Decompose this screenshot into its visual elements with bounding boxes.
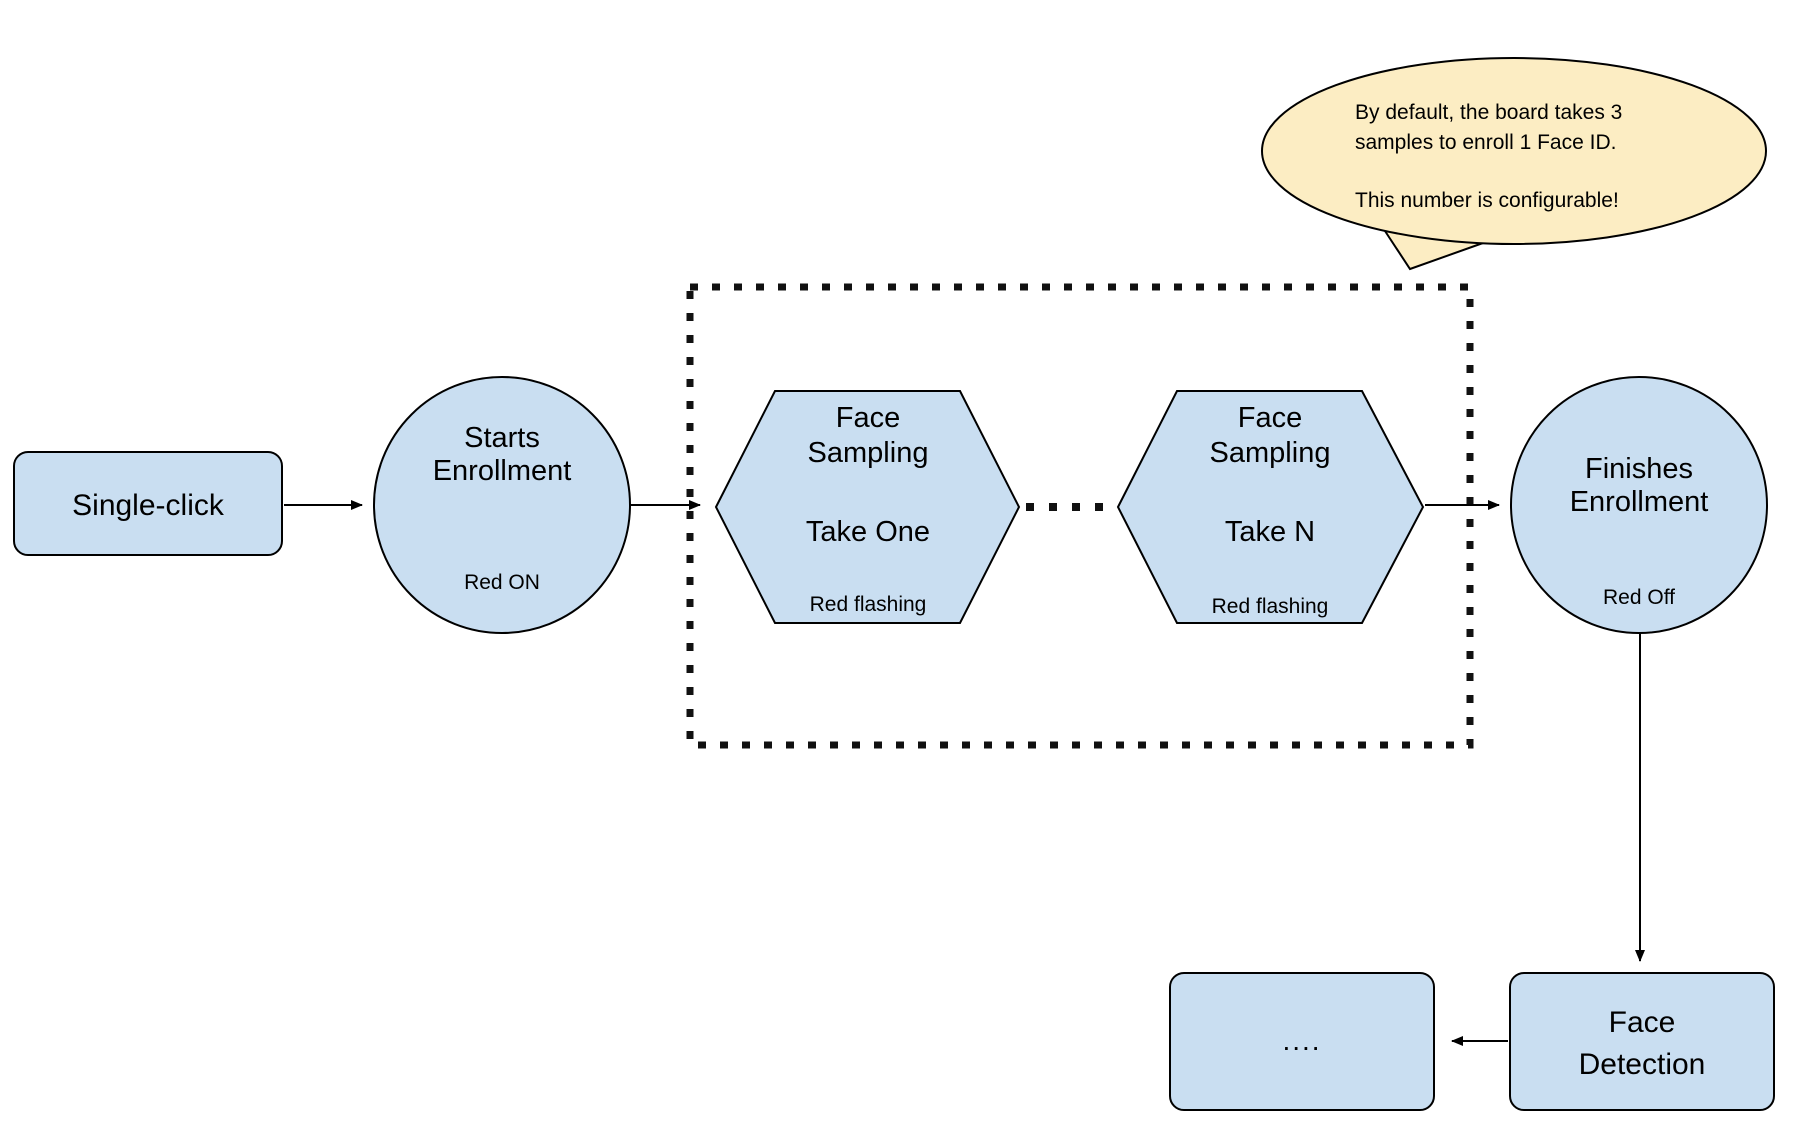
callout-ellipse — [1261, 57, 1767, 245]
callout-bubble: By default, the board takes 3 samples to… — [1261, 57, 1767, 271]
face-sampling-take-one-node: Face Sampling Take One Red flashing — [714, 390, 1021, 624]
face-sampling-take-one-hexagon — [714, 390, 1021, 624]
callout-text-line3: This number is configurable! — [1355, 189, 1619, 212]
sampling-group-border — [686, 283, 1474, 749]
continuation-box — [1169, 972, 1435, 1111]
finishes-enrollment-title-line1: Finishes — [1585, 453, 1693, 485]
single-click-box — [13, 451, 283, 556]
face-sampling-take-one-status: Red flashing — [810, 593, 927, 616]
face-sampling-take-one-step: Take One — [806, 516, 930, 548]
single-click-label: Single-click — [72, 489, 225, 522]
callout-text-line2: samples to enroll 1 Face ID. — [1355, 131, 1616, 154]
starts-enrollment-title-line1: Starts — [464, 422, 540, 454]
face-sampling-take-n-title-line1: Face — [1238, 402, 1302, 434]
starts-enrollment-title-line2: Enrollment — [433, 455, 572, 487]
starts-enrollment-node: Starts Enrollment Red ON — [373, 376, 631, 634]
continuation-node: .... — [1169, 972, 1435, 1111]
face-sampling-take-n-status: Red flashing — [1212, 595, 1329, 618]
face-detection-title-line1: Face — [1609, 1006, 1676, 1039]
face-sampling-take-n-node: Face Sampling Take N Red flashing — [1116, 390, 1425, 624]
finishes-enrollment-status: Red Off — [1603, 586, 1675, 609]
starts-enrollment-status: Red ON — [464, 571, 540, 594]
continuation-label: .... — [1282, 1025, 1321, 1056]
face-sampling-take-one-title-line1: Face — [836, 402, 900, 434]
face-sampling-take-one-title-line2: Sampling — [808, 437, 929, 469]
face-detection-node: Face Detection — [1509, 972, 1775, 1111]
callout-text-line1: By default, the board takes 3 — [1355, 101, 1622, 124]
face-sampling-take-n-step: Take N — [1225, 516, 1315, 548]
starts-enrollment-circle — [373, 376, 631, 634]
face-sampling-take-n-title-line2: Sampling — [1210, 437, 1331, 469]
face-detection-title-line2: Detection — [1579, 1048, 1706, 1081]
face-sampling-take-n-hexagon — [1116, 390, 1425, 624]
face-detection-box — [1509, 972, 1775, 1111]
finishes-enrollment-circle — [1510, 376, 1768, 634]
single-click-node: Single-click — [13, 451, 283, 556]
finishes-enrollment-title-line2: Enrollment — [1570, 486, 1709, 518]
finishes-enrollment-node: Finishes Enrollment Red Off — [1510, 376, 1768, 634]
